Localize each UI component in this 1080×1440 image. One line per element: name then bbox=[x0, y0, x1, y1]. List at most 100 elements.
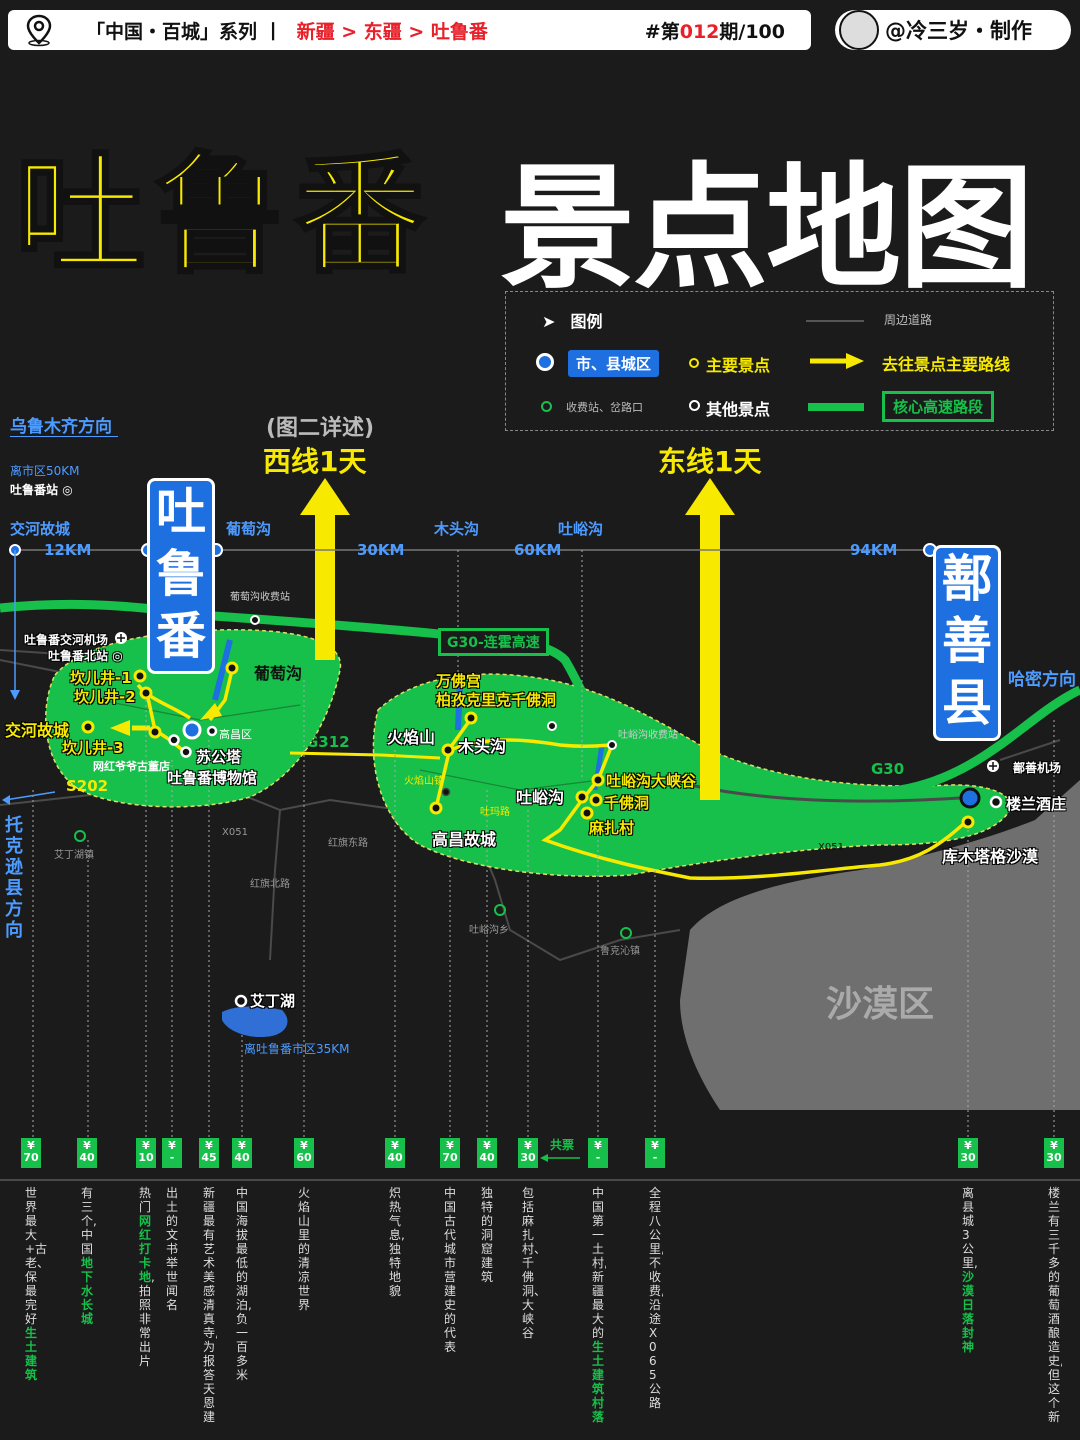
header-bar: 「中国・百城」系列 丨 新疆 > 东疆 > 吐鲁番 #第012期/100 bbox=[8, 10, 811, 50]
label-grandpa-shop: 网红爷爷古董店 bbox=[93, 760, 170, 773]
spot-description: 中国海拔最低的湖泊,负一百多米 bbox=[236, 1186, 252, 1382]
issue-number: #第012期/100 bbox=[644, 20, 785, 43]
east-arrow-shaft bbox=[700, 510, 720, 800]
price-chip: ¥10 bbox=[136, 1138, 156, 1168]
other-spot-icon bbox=[689, 400, 700, 411]
south-station: 吐鲁番站 ◎ bbox=[10, 483, 73, 497]
west-note: (图二详述) bbox=[266, 416, 375, 441]
axis-distance-3: 60KM bbox=[514, 541, 562, 559]
label-flaming-mountain: 火焰山 bbox=[387, 728, 436, 747]
nearby-road-swatch bbox=[806, 320, 864, 322]
south-station-distance: 离市区50KM bbox=[10, 464, 80, 478]
core-highway-swatch bbox=[808, 403, 864, 411]
turpan-city-marker bbox=[182, 720, 202, 740]
label-karez-3: 坎儿井-3 bbox=[62, 739, 124, 757]
axis-distance-2: 30KM bbox=[357, 541, 405, 559]
spot-description: 独特的洞窟建筑 bbox=[481, 1186, 494, 1284]
title-subtitle: 景点地图 bbox=[500, 150, 1034, 307]
label-tuyu-toll: 吐峪沟收费站 bbox=[618, 730, 678, 741]
price-chip: ¥40 bbox=[477, 1138, 497, 1168]
price-chip: ¥- bbox=[162, 1138, 182, 1168]
label-tuyugou: 吐峪沟 bbox=[516, 788, 565, 807]
axis-tuyu: 吐峪沟 bbox=[558, 520, 604, 538]
hami-direction: 哈密方向 bbox=[1008, 670, 1076, 690]
price-chip: ¥70 bbox=[21, 1138, 41, 1168]
axis-jiaohe: 交河故城 bbox=[10, 520, 71, 538]
label-toll-putao: 葡萄沟收费站 bbox=[230, 592, 290, 603]
axis-distance-1: 12KM bbox=[44, 541, 92, 559]
breadcrumb: 新疆 > 东疆 > 吐鲁番 bbox=[296, 20, 488, 43]
price-chip: ¥40 bbox=[77, 1138, 97, 1168]
label-mazar-village: 麻扎村 bbox=[589, 819, 635, 837]
label-mutougou: 木头沟 bbox=[458, 737, 507, 756]
legend-other-spot: 其他景点 bbox=[706, 400, 771, 419]
label-aiding-lake: 艾丁湖 bbox=[250, 992, 296, 1010]
station-icon: ◎ bbox=[62, 483, 73, 497]
label-north-station: 吐鲁番北站 ◎ bbox=[48, 649, 123, 663]
station-icon: ◎ bbox=[112, 649, 123, 663]
price-chip: ¥40 bbox=[232, 1138, 252, 1168]
label-airport: 吐鲁番交河机场 bbox=[24, 633, 109, 647]
title-city: 吐鲁番 bbox=[13, 137, 436, 293]
label-hongqi-east: 红旗东路 bbox=[328, 838, 368, 849]
legend-nearby-road: 周边道路 bbox=[884, 313, 933, 327]
legend-toll: 收费站、岔路口 bbox=[566, 401, 643, 414]
spot-description: 炽热气息,独特地貌 bbox=[389, 1186, 405, 1298]
label-x051-west: X051 bbox=[222, 827, 248, 838]
label-wanfo-palace: 万佛宫 bbox=[436, 672, 482, 690]
label-gaochang-city: 高昌故城 bbox=[432, 830, 497, 849]
city-area-icon bbox=[536, 353, 554, 371]
spot-description: 全程八公里,不收费,沿途X065公路 bbox=[649, 1186, 663, 1410]
legend: ➤ 图例 周边道路 市、县城区 主要景点 去往景点主要路线 收费站、岔路口 其他… bbox=[505, 291, 1054, 431]
arrow-left-icon bbox=[110, 720, 130, 736]
legend-main-spot: 主要景点 bbox=[706, 356, 771, 375]
label-g30: G30 bbox=[871, 760, 905, 778]
arrow-up-icon bbox=[200, 703, 222, 720]
east-route-label: 东线1天 bbox=[658, 445, 762, 478]
toll-icon bbox=[541, 401, 552, 412]
label-lukeqin-town: 鲁克沁镇 bbox=[600, 946, 640, 957]
west-arrow-head bbox=[300, 478, 350, 515]
axis-mutou: 木头沟 bbox=[434, 520, 480, 538]
spot-description: 火焰山里的清凉世界 bbox=[298, 1186, 311, 1312]
east-arrow-head bbox=[685, 478, 735, 515]
legend-title-row: ➤ 图例 bbox=[542, 308, 603, 332]
label-kumtag-desert: 库木塔格沙漠 bbox=[942, 847, 1039, 866]
label-x051-east: X051 bbox=[818, 842, 844, 853]
series-label: 「中国・百城」系列 丨 bbox=[86, 20, 283, 43]
label-g312-east: G312 bbox=[830, 801, 874, 819]
label-loulan-winery: 楼兰酒庄 bbox=[1006, 795, 1067, 813]
legend-city-area: 市、县城区 bbox=[568, 350, 660, 377]
label-huoyan-town: 火焰山镇 bbox=[404, 776, 444, 787]
label-putaogou: 葡萄沟 bbox=[254, 664, 303, 683]
spot-description: 出土的文书举世闻名 bbox=[166, 1186, 179, 1312]
label-g30-highway: G30-连霍高速 bbox=[438, 628, 549, 656]
axis-putao: 葡萄沟 bbox=[226, 520, 272, 538]
price-chip: ¥- bbox=[645, 1138, 665, 1168]
price-chip: ¥60 bbox=[294, 1138, 314, 1168]
shanshan-city-marker bbox=[959, 787, 981, 809]
turpan-city-box: 吐鲁番 bbox=[147, 478, 215, 674]
desert-area bbox=[680, 780, 1080, 1110]
label-aiding-distance: 离吐鲁番市区35KM bbox=[244, 1042, 350, 1056]
shared-ticket-label: 共票 bbox=[550, 1138, 575, 1152]
spot-description: 中国古代城市营建史的代表 bbox=[444, 1186, 457, 1354]
west-arrow-shaft bbox=[315, 510, 335, 660]
avatar bbox=[839, 10, 879, 50]
label-sugong-tower: 苏公塔 bbox=[196, 748, 242, 766]
price-chip: ¥- bbox=[588, 1138, 608, 1168]
label-museum: 吐鲁番博物馆 bbox=[167, 769, 258, 787]
price-chip: ¥30 bbox=[1044, 1138, 1064, 1168]
g312-yellow bbox=[289, 751, 441, 760]
price-chip: ¥70 bbox=[440, 1138, 460, 1168]
location-pin-icon bbox=[26, 14, 52, 47]
spot-description: 新疆最有艺术美感清真寺,为报答天恩建 bbox=[203, 1186, 217, 1424]
label-shanshan-airport: 鄯善机场 bbox=[1013, 761, 1062, 775]
price-chip: ¥30 bbox=[958, 1138, 978, 1168]
label-qianfo-cave: 千佛洞 bbox=[604, 794, 650, 812]
label-gaochang-district: 高昌区 bbox=[219, 728, 252, 741]
yellow-routes bbox=[136, 669, 970, 881]
price-chip: ¥30 bbox=[518, 1138, 538, 1168]
spot-description: 中国第一土村,新疆最大的生土建筑村落 bbox=[592, 1186, 606, 1424]
